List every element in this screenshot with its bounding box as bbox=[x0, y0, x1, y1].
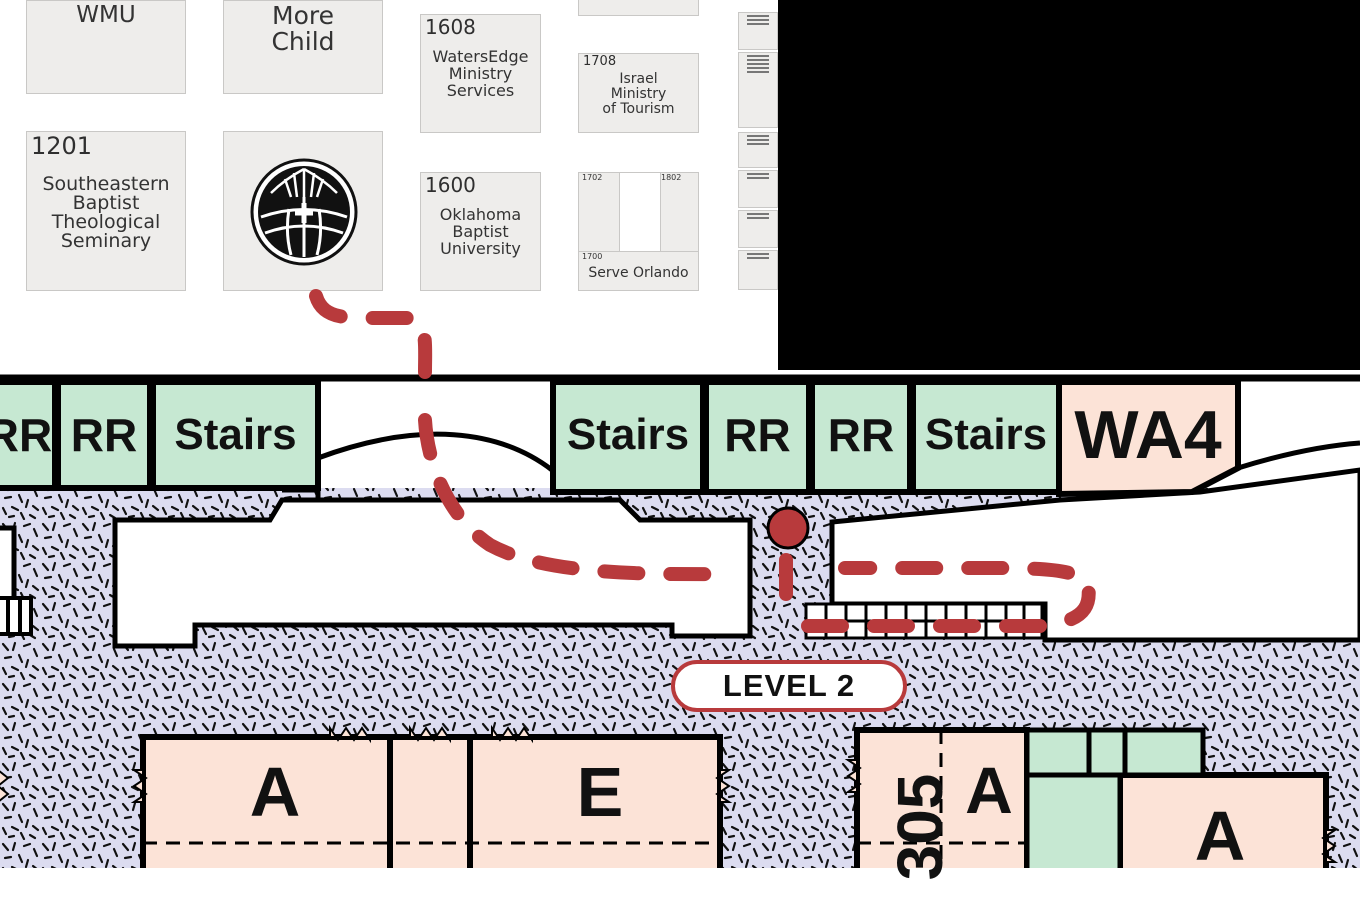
label-rr-left: RR bbox=[70, 409, 138, 461]
label-hall-e: E bbox=[576, 753, 624, 831]
booth-1802-number: 1802 bbox=[661, 173, 682, 182]
booth-wmu[interactable]: WMU bbox=[26, 0, 186, 94]
hall-a-left bbox=[140, 734, 393, 868]
booth-1702-cluster[interactable]: 1702 1802 1700 Serve Orlando bbox=[578, 172, 699, 291]
booth-1201-name: Southeastern Baptist Theological Seminar… bbox=[42, 173, 170, 252]
hall-divider bbox=[387, 734, 473, 868]
you-are-here-dot-icon bbox=[766, 506, 810, 550]
level-badge: LEVEL 2 bbox=[671, 660, 907, 712]
booth-1201[interactable]: 1201 Southeastern Baptist Theological Se… bbox=[26, 131, 186, 291]
room-rr-left bbox=[55, 379, 153, 491]
left-stair-ticks bbox=[0, 596, 33, 636]
room-stairs-mid bbox=[550, 379, 706, 495]
hall-a-right bbox=[1117, 772, 1329, 868]
tiny-booth-1[interactable] bbox=[738, 12, 778, 50]
booth-1702-number: 1702 bbox=[582, 173, 603, 182]
room-green-right-1 bbox=[1024, 727, 1092, 778]
label-rr-mid1: RR bbox=[724, 409, 791, 461]
redacted-area bbox=[778, 0, 1360, 370]
tiny-booth-5[interactable] bbox=[738, 210, 778, 248]
label-stairs-right: Stairs bbox=[924, 410, 1048, 459]
label-stairs-mid: Stairs bbox=[566, 410, 690, 459]
tiny-booth-3[interactable] bbox=[738, 132, 778, 168]
route-path bbox=[309, 289, 1096, 633]
globe-cross-logo-icon bbox=[250, 158, 358, 266]
booth-1201-number: 1201 bbox=[31, 132, 93, 160]
left-edge-block bbox=[0, 525, 17, 603]
room-stairs-left bbox=[150, 379, 321, 491]
booth-1600-name: Oklahoma Baptist University bbox=[439, 205, 522, 258]
room-green-right-3 bbox=[1122, 727, 1206, 778]
label-hall-a-right: A bbox=[1194, 797, 1246, 875]
booth-1708[interactable]: 1708 Israel Ministry of Tourism bbox=[578, 53, 699, 133]
tiny-booth-4[interactable] bbox=[738, 170, 778, 208]
tiny-booth-6[interactable] bbox=[738, 250, 778, 290]
tiny-booth-2[interactable] bbox=[738, 52, 778, 128]
booth-1600-number: 1600 bbox=[425, 173, 476, 197]
booth-logo[interactable] bbox=[223, 131, 383, 291]
booth-wmu-name: WMU bbox=[76, 2, 136, 28]
booth-top-partial[interactable] bbox=[578, 0, 699, 16]
booth-1700-name: Serve Orlando bbox=[588, 265, 689, 281]
lobby-left bbox=[112, 497, 753, 649]
room-green-right-2 bbox=[1086, 727, 1128, 778]
room-green-right-4 bbox=[1024, 772, 1123, 868]
label-rr-partial: RR bbox=[0, 409, 53, 461]
label-stairs-left: Stairs bbox=[174, 410, 297, 459]
booth-1608-name: WatersEdge Ministry Services bbox=[432, 47, 529, 100]
label-hall-305: 305 bbox=[884, 773, 956, 881]
booth-1600[interactable]: 1600 Oklahoma Baptist University bbox=[420, 172, 541, 291]
room-wa4 bbox=[1056, 379, 1241, 498]
booth-1708-number: 1708 bbox=[583, 54, 617, 69]
booth-more-child-name: More Child bbox=[271, 1, 335, 56]
booth-1708-name: Israel Ministry of Tourism bbox=[602, 71, 675, 117]
booth-1700-number: 1700 bbox=[582, 252, 603, 261]
label-rr-mid2: RR bbox=[827, 409, 895, 461]
label-hall-a-305: A bbox=[965, 753, 1013, 827]
booth-1608-number: 1608 bbox=[425, 15, 476, 39]
label-wa4: WA4 bbox=[1074, 397, 1222, 473]
label-hall-a-left: A bbox=[249, 753, 301, 831]
booth-1608[interactable]: 1608 WatersEdge Ministry Services bbox=[420, 14, 541, 133]
booth-more-child[interactable]: More Child bbox=[223, 0, 383, 94]
